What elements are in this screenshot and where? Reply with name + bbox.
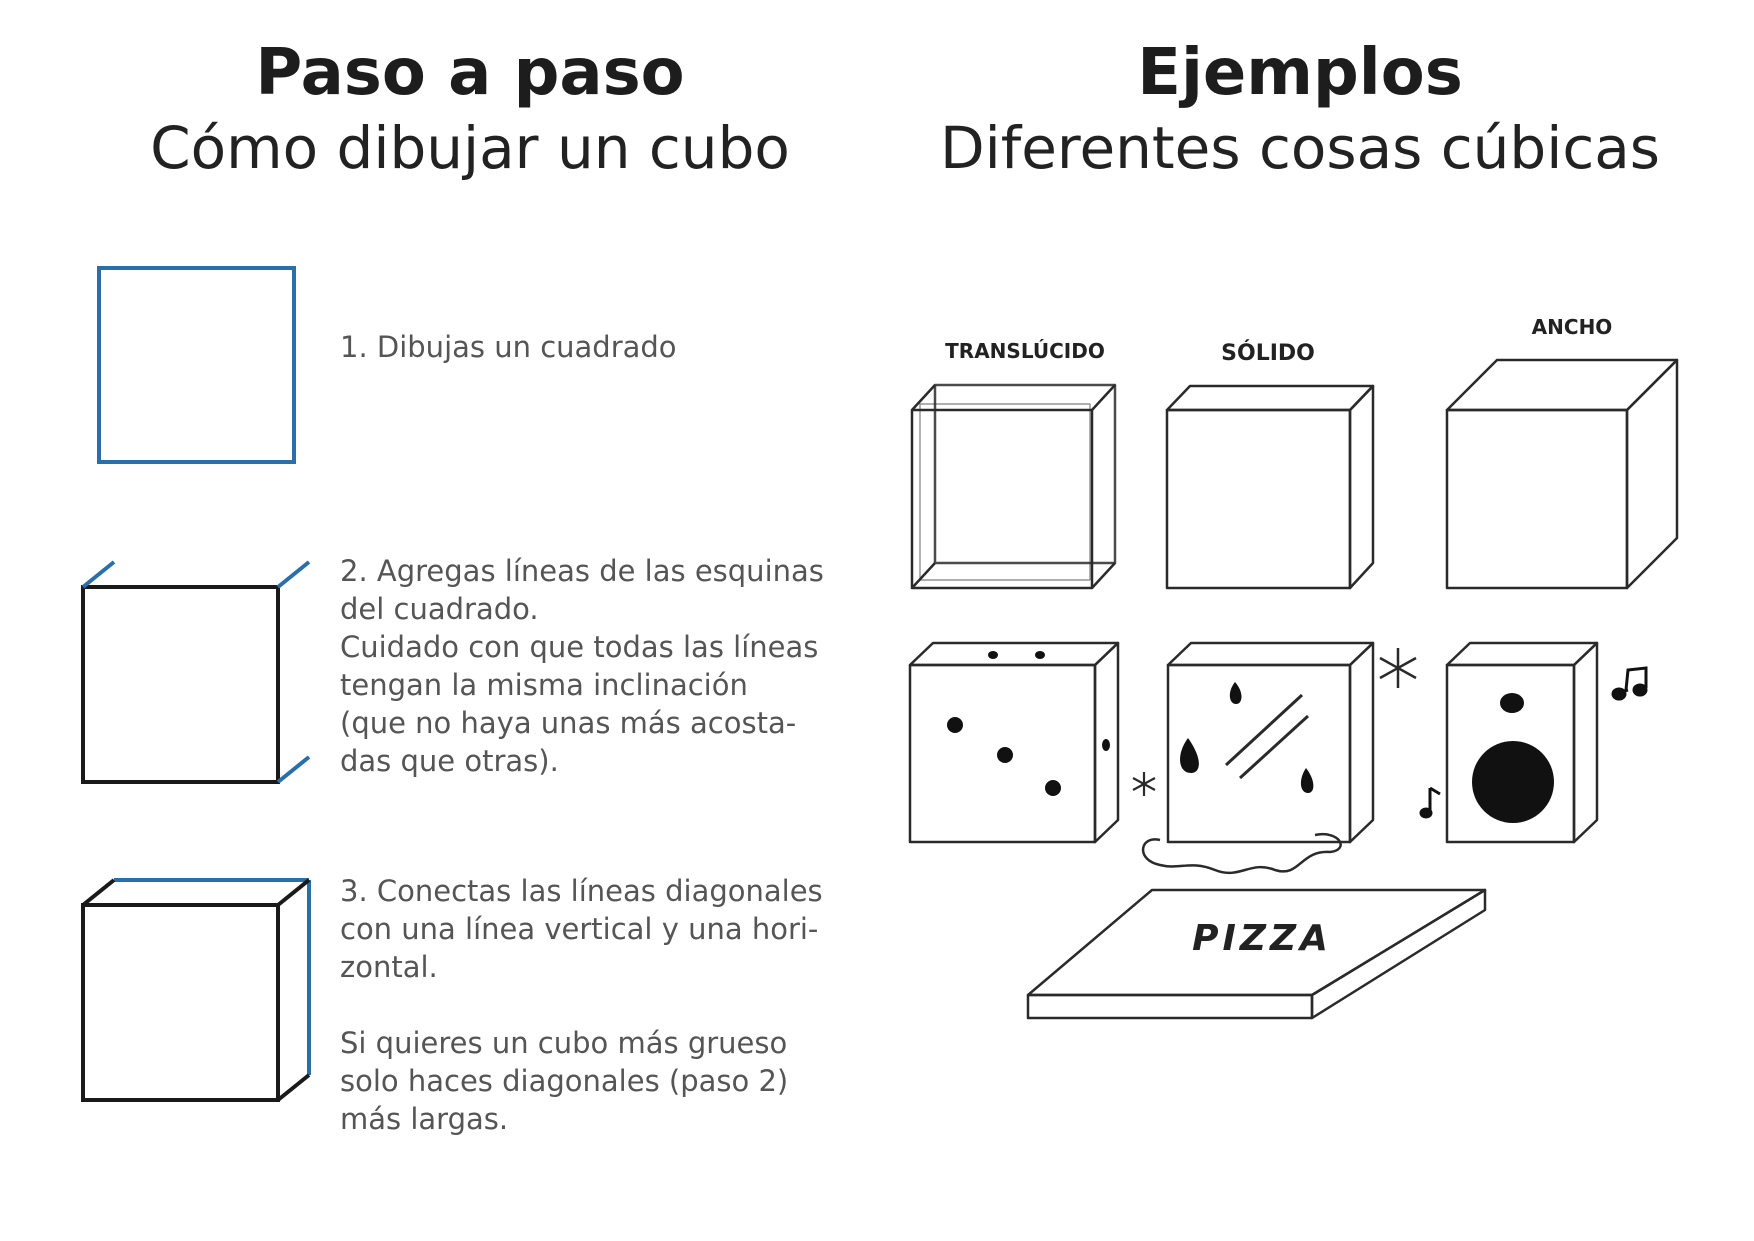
wide-cube [1445,358,1679,590]
step-1-square [97,266,296,464]
pizza-box [1026,888,1487,1020]
pizza-label: PIZZA [1192,918,1332,959]
right-title: Ejemplos [1137,36,1463,110]
woofer [1472,741,1554,823]
step-3-cube [81,878,311,1102]
left-subtitle: Cómo dibujar un cubo [150,113,790,182]
speaker-cube [1419,641,1648,844]
tweeter [1500,693,1524,713]
snowflake-icon [1379,648,1417,688]
small-snowflake-icon [1132,772,1156,796]
small-music-note-icon [1419,786,1441,819]
step-3-text: 3. Conectas las líneas diagonales con un… [340,874,823,1136]
dice-cube [908,641,1120,844]
right-subtitle: Diferentes cosas cúbicas [940,113,1660,182]
right-header: Ejemplos Diferentes cosas cúbicas [880,36,1720,182]
translucent-label: TRANSLÚCIDO [945,339,1105,363]
left-title: Paso a paso [255,36,685,110]
solid-label: SÓLIDO [1221,340,1315,366]
water-drops [1180,682,1314,793]
melt-puddle [1141,832,1342,875]
translucent-cube [910,383,1117,590]
wide-label: ANCHO [1532,315,1613,339]
left-header: Paso a paso Cómo dibujar un cubo [60,36,880,182]
step-2-text: 2. Agregas líneas de las esquinas del cu… [340,554,824,778]
step-1-text: 1. Dibujas un cuadrado [340,330,677,364]
music-note-icon [1611,666,1648,701]
step-2-square-with-diagonals [81,560,311,784]
solid-cube [1165,384,1375,590]
ice-cube [1132,641,1417,875]
